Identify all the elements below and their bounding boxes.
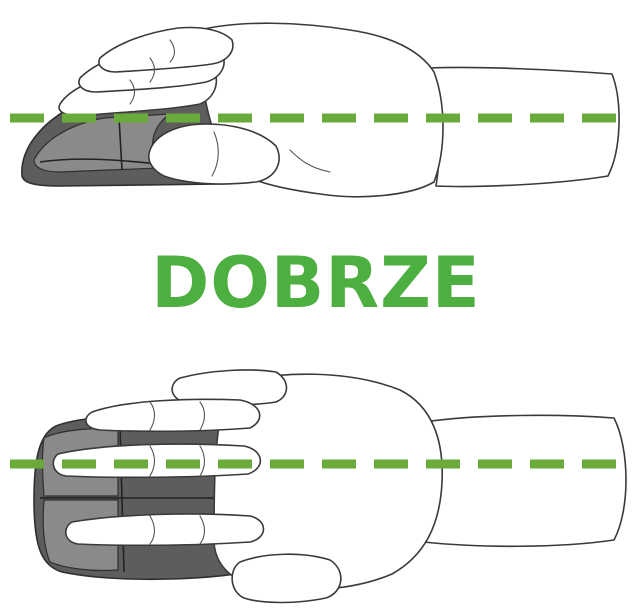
forearm-top [414, 415, 627, 546]
finger-2-top [86, 399, 260, 431]
hand-on-mouse-side-view [10, 23, 632, 196]
finger-4-top [66, 514, 264, 545]
thumb-top [232, 554, 341, 602]
forearm-side [430, 67, 619, 186]
caption-good: DOBRZE [0, 243, 632, 323]
hand-on-mouse-top-view [10, 370, 632, 603]
